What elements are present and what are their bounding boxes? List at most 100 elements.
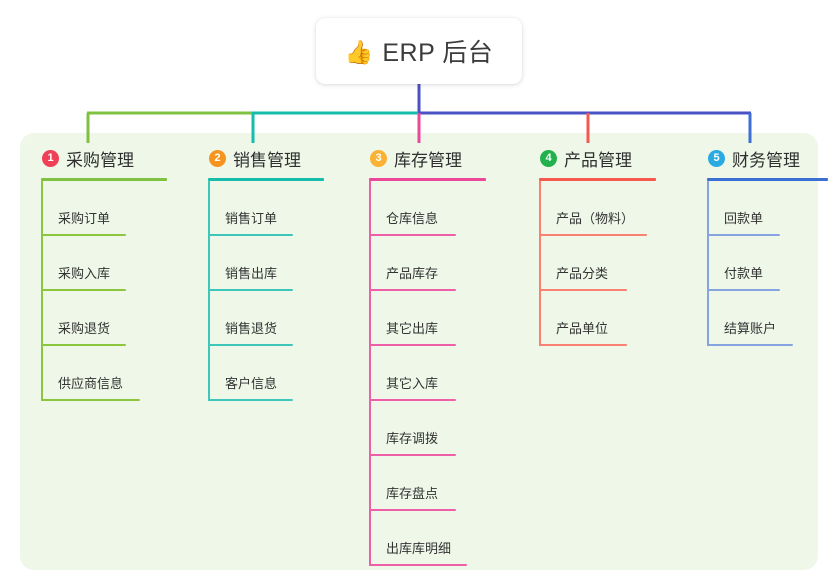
leaf-item[interactable]: 仓库信息 xyxy=(348,181,523,236)
leaf-item[interactable]: 采购订单 xyxy=(20,181,180,236)
root-node-content: 👍 ERP 后台 xyxy=(345,33,494,69)
branch-leaf-list-5: 回款单付款单结算账户 xyxy=(686,181,838,346)
leaf-underline xyxy=(41,289,126,291)
branch-column-2: 2 销售管理销售订单销售出库销售退货客户信息 xyxy=(187,143,347,401)
leaf-item[interactable]: 销售出库 xyxy=(187,236,347,291)
leaf-label: 产品分类 xyxy=(556,266,609,281)
leaf-underline xyxy=(208,234,293,236)
leaf-underline xyxy=(369,289,456,291)
leaf-underline xyxy=(369,234,456,236)
leaf-label: 其它入库 xyxy=(386,376,439,391)
leaf-label: 产品库存 xyxy=(386,266,439,281)
leaf-underline xyxy=(369,564,467,566)
branch-header-5[interactable]: 5 财务管理 xyxy=(686,143,838,173)
branch-badge-2: 2 xyxy=(209,149,226,167)
leaf-label: 销售出库 xyxy=(225,266,278,281)
leaf-label: 仓库信息 xyxy=(386,211,439,226)
branch-spine-1 xyxy=(41,181,43,401)
leaf-item[interactable]: 结算账户 xyxy=(686,291,838,346)
leaf-label: 采购退货 xyxy=(58,321,111,336)
branch-spine-4 xyxy=(539,181,541,346)
leaf-underline xyxy=(208,344,293,346)
branch-column-3: 3 库存管理仓库信息产品库存其它出库其它入库库存调拨库存盘点出库库明细 xyxy=(348,143,523,566)
root-node-title: ERP 后台 xyxy=(382,39,494,67)
branch-spine-2 xyxy=(208,181,210,401)
leaf-underline xyxy=(369,454,456,456)
leaf-label: 采购订单 xyxy=(58,211,111,226)
branch-underline-5 xyxy=(707,178,828,181)
branch-title-3: 库存管理 xyxy=(394,150,462,170)
leaf-label: 客户信息 xyxy=(225,376,278,391)
branch-underline-1 xyxy=(41,178,167,181)
leaf-label: 付款单 xyxy=(724,266,764,281)
branch-header-4[interactable]: 4 产品管理 xyxy=(518,143,693,173)
leaf-underline xyxy=(208,289,293,291)
leaf-item[interactable]: 出库库明细 xyxy=(348,511,523,566)
branch-badge-4: 4 xyxy=(540,149,557,167)
thumbs-up-icon: 👍 xyxy=(344,38,374,65)
root-node-card[interactable]: 👍 ERP 后台 xyxy=(316,18,522,84)
branch-title-4: 产品管理 xyxy=(564,150,632,170)
leaf-label: 结算账户 xyxy=(724,321,777,336)
branch-spine-5 xyxy=(707,181,709,346)
branch-leaf-list-1: 采购订单采购入库采购退货供应商信息 xyxy=(20,181,180,401)
leaf-label: 库存调拨 xyxy=(386,431,439,446)
leaf-underline xyxy=(41,234,126,236)
leaf-underline xyxy=(539,234,647,236)
leaf-label: 回款单 xyxy=(724,211,764,226)
branch-badge-5: 5 xyxy=(708,149,725,167)
leaf-label: 销售退货 xyxy=(225,321,278,336)
leaf-underline xyxy=(208,399,293,401)
leaf-underline xyxy=(41,399,140,401)
leaf-item[interactable]: 库存调拨 xyxy=(348,401,523,456)
leaf-item[interactable]: 库存盘点 xyxy=(348,456,523,511)
leaf-underline xyxy=(369,509,456,511)
branch-badge-1: 1 xyxy=(42,149,59,167)
branch-title-1: 采购管理 xyxy=(66,150,134,170)
leaf-item[interactable]: 回款单 xyxy=(686,181,838,236)
leaf-underline xyxy=(539,289,627,291)
leaf-item[interactable]: 产品（物料） xyxy=(518,181,693,236)
leaf-underline xyxy=(707,344,793,346)
branch-badge-3: 3 xyxy=(370,149,387,167)
leaf-underline xyxy=(539,344,627,346)
leaf-item[interactable]: 采购退货 xyxy=(20,291,180,346)
branch-leaf-list-2: 销售订单销售出库销售退货客户信息 xyxy=(187,181,347,401)
branch-column-4: 4 产品管理产品（物料） 产品分类产品单位 xyxy=(518,143,693,346)
branch-column-5: 5 财务管理回款单付款单结算账户 xyxy=(686,143,838,346)
branch-leaf-list-3: 仓库信息产品库存其它出库其它入库库存调拨库存盘点出库库明细 xyxy=(348,181,523,566)
leaf-item[interactable]: 其它出库 xyxy=(348,291,523,346)
leaf-item[interactable]: 产品单位 xyxy=(518,291,693,346)
branch-spine-3 xyxy=(369,181,371,566)
leaf-underline xyxy=(369,399,456,401)
leaf-label: 产品（物料） xyxy=(556,211,635,226)
leaf-item[interactable]: 采购入库 xyxy=(20,236,180,291)
leaf-item[interactable]: 产品库存 xyxy=(348,236,523,291)
leaf-item[interactable]: 付款单 xyxy=(686,236,838,291)
leaf-item[interactable]: 其它入库 xyxy=(348,346,523,401)
branch-underline-4 xyxy=(539,178,656,181)
leaf-underline xyxy=(41,344,126,346)
leaf-label: 库存盘点 xyxy=(386,486,439,501)
branch-header-2[interactable]: 2 销售管理 xyxy=(187,143,347,173)
leaf-label: 出库库明细 xyxy=(386,541,452,556)
branch-column-1: 1 采购管理采购订单采购入库采购退货供应商信息 xyxy=(20,143,180,401)
branch-header-1[interactable]: 1 采购管理 xyxy=(20,143,180,173)
branch-title-2: 销售管理 xyxy=(233,150,301,170)
leaf-item[interactable]: 产品分类 xyxy=(518,236,693,291)
leaf-underline xyxy=(707,234,780,236)
leaf-label: 采购入库 xyxy=(58,266,111,281)
leaf-label: 产品单位 xyxy=(556,321,609,336)
branch-header-3[interactable]: 3 库存管理 xyxy=(348,143,523,173)
branch-underline-2 xyxy=(208,178,324,181)
leaf-item[interactable]: 销售订单 xyxy=(187,181,347,236)
branch-title-5: 财务管理 xyxy=(732,150,800,170)
leaf-item[interactable]: 供应商信息 xyxy=(20,346,180,401)
branch-leaf-list-4: 产品（物料） 产品分类产品单位 xyxy=(518,181,693,346)
leaf-item[interactable]: 客户信息 xyxy=(187,346,347,401)
diagram-panel xyxy=(20,133,818,570)
leaf-item[interactable]: 销售退货 xyxy=(187,291,347,346)
branch-underline-3 xyxy=(369,178,486,181)
leaf-underline xyxy=(707,289,780,291)
leaf-label: 供应商信息 xyxy=(58,376,124,391)
